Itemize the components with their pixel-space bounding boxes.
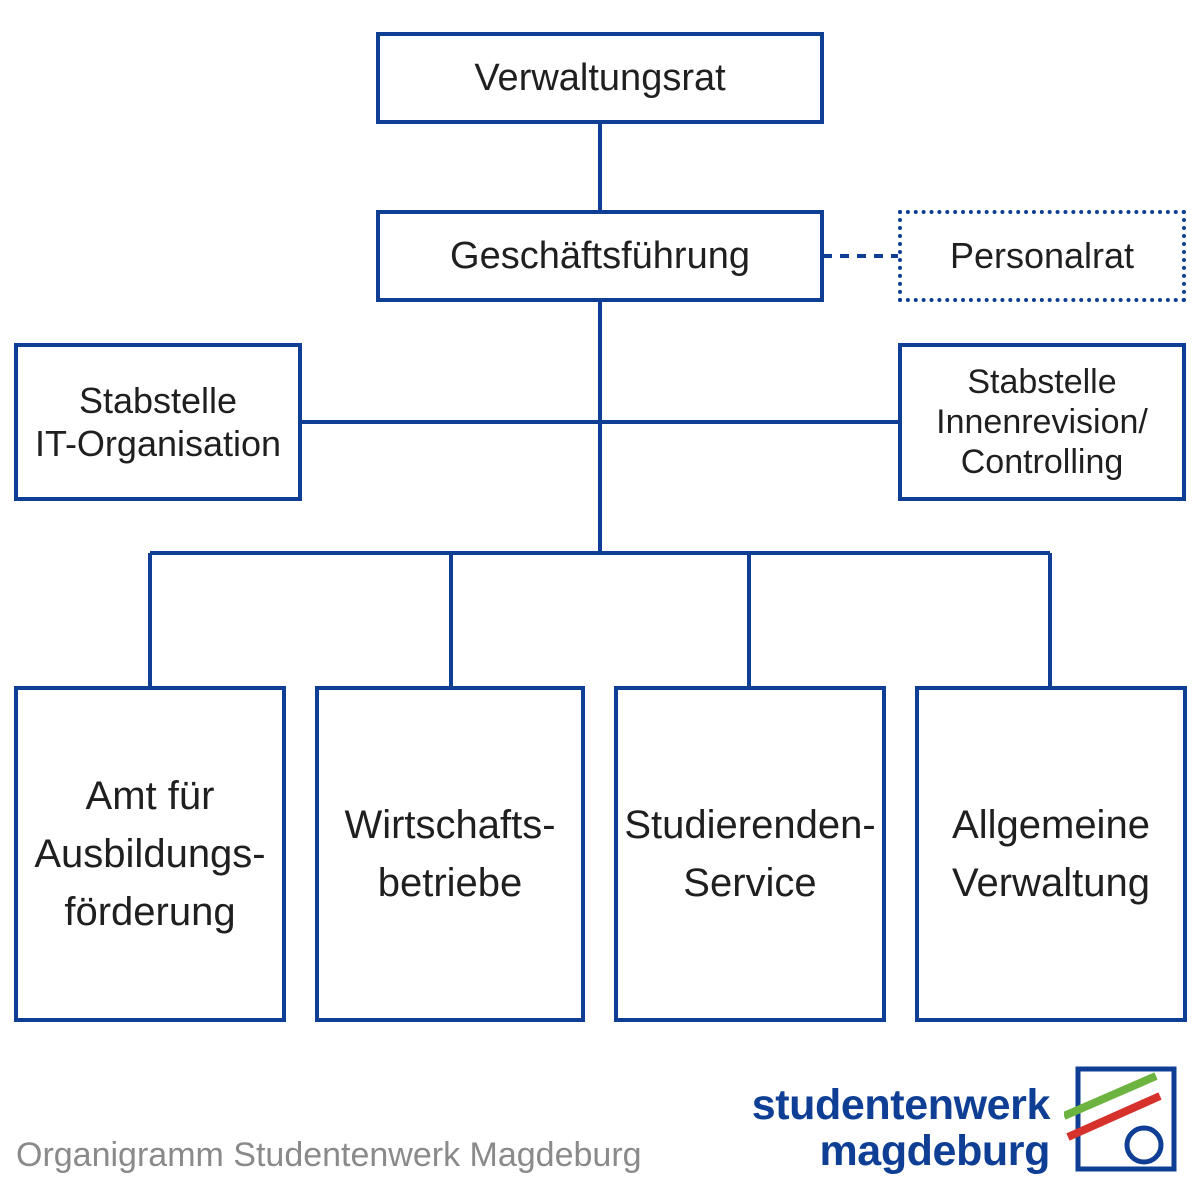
diagram-caption: Organigramm Studentenwerk Magdeburg [16,1136,642,1174]
wirtschaftsbetriebe-label: Wirtschafts- betriebe [344,803,556,905]
stabstelle-innenrevision-label: Stabstelle Innenrevision/ Controlling [936,362,1148,482]
geschaeftsfuehrung-label: Geschäftsführung [450,234,750,277]
studentenwerk-logo-text: studentenwerk magdeburg [751,1081,1051,1175]
personalrat-box: Personalrat [898,210,1186,302]
verwaltungsrat-label: Verwaltungsrat [474,56,726,99]
stabstelle-it-box: Stabstelle IT-Organisation [14,343,302,501]
logo-line-1: studentenwerk [751,1081,1051,1129]
amt-label: Amt für Ausbildungs- förderung [34,774,266,934]
allgemeine-verwaltung-box: Allgemeine Verwaltung [915,686,1187,1022]
studierenden-service-label: Studierenden- Service [624,803,876,905]
stabstelle-innenrevision-box: Stabstelle Innenrevision/ Controlling [898,343,1186,501]
logo-line-2: magdeburg [819,1127,1050,1175]
geschaeftsfuehrung-box: Geschäftsführung [376,210,824,302]
verwaltungsrat-box: Verwaltungsrat [376,32,824,124]
stabstelle-it-label: Stabstelle IT-Organisation [34,379,282,464]
amt-box: Amt für Ausbildungs- förderung [14,686,286,1022]
allgemeine-verwaltung-label: Allgemeine Verwaltung [952,803,1150,905]
studierenden-service-box: Studierenden- Service [614,686,886,1022]
studentenwerk-logo-icon [1064,1066,1177,1172]
personalrat-label: Personalrat [949,235,1135,277]
wirtschaftsbetriebe-box: Wirtschafts- betriebe [315,686,585,1022]
